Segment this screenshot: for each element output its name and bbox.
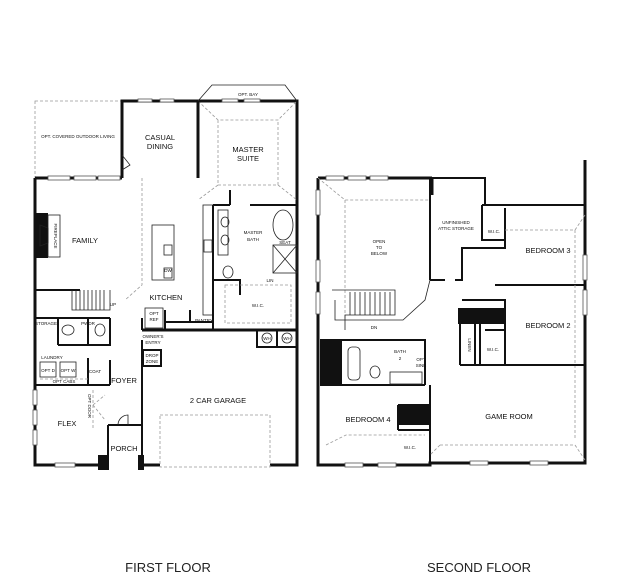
room-label-bedroom4: BEDROOM 4 [345, 415, 390, 424]
room-label-wic-bedroom2: W.I.C. [487, 347, 499, 352]
pantry-label: PANTRY [195, 318, 213, 323]
opt-ref-label: OPT [149, 311, 159, 316]
room-label-master-suite: MASTER [232, 145, 264, 154]
dw-label: DW [164, 268, 172, 273]
opt-sink-label-2: SINK [416, 363, 427, 368]
room-label-laundry: LAUNDRY [41, 355, 62, 360]
drop-zone-label: DROP [145, 353, 158, 358]
room-label-master-bath-2: BATH [247, 237, 259, 242]
room-label-game-room: GAME ROOM [485, 412, 533, 421]
fireplace-icon [36, 213, 48, 258]
toilet-icon [222, 265, 234, 279]
bathtub-icon [272, 209, 294, 241]
room-label-garage: 2 CAR GARAGE [190, 396, 246, 405]
stairs-second-floor [332, 289, 396, 330]
room-label-master-suite-2: SUITE [237, 154, 259, 163]
stairs-first-floor [71, 290, 111, 311]
shower-icon [272, 244, 298, 274]
owners-entry-label: OWNER'S [142, 334, 163, 339]
room-label-pwdr: PWDR [81, 321, 95, 326]
opt-ref-label-2: REF [150, 317, 159, 322]
room-label-wic-bedroom4: W.I.C. [404, 445, 416, 450]
room-label-kitchen: KITCHEN [150, 293, 183, 302]
open-to-below-label: OPEN [373, 239, 386, 244]
open-to-below-label-3: BELOW [371, 251, 388, 256]
second-floor-plan: OPEN TO BELOW UNFINISHED ATTIC STORAGE W… [315, 160, 588, 468]
attic-storage-label: UNFINISHED [442, 220, 470, 225]
opt-dryer-label: OPT D [41, 368, 55, 373]
room-label-porch: PORCH [110, 444, 137, 453]
opt-sink-label: OPT [416, 357, 426, 362]
opt-door-label: OPT DOOR [87, 394, 92, 419]
drop-zone-label-2: ZONE [146, 359, 159, 364]
room-label-foyer: FOYER [111, 376, 137, 385]
room-label-casual-dining-2: DINING [147, 142, 173, 151]
water-heater-label-2: WH [283, 336, 291, 341]
room-label-wic-bedroom3: W.I.C. [488, 229, 500, 234]
garage-walls [142, 328, 299, 467]
bathtub-icon-2 [347, 346, 361, 381]
outdoor-living-area [34, 100, 123, 179]
water-heater-label: WH [263, 336, 271, 341]
coat-label: COAT [89, 369, 101, 374]
room-label-master-bath: MASTER [244, 230, 264, 235]
kitchen-island [151, 224, 175, 281]
attic-storage-label-2: ATTIC STORAGE [438, 226, 474, 231]
lin-label: LIN [266, 278, 273, 283]
opt-bay-outline [197, 84, 298, 102]
room-label-bedroom3: BEDROOM 3 [525, 246, 570, 255]
room-label-bedroom2: BEDROOM 2 [525, 321, 570, 330]
first-floor-title: FIRST FLOOR [125, 560, 211, 575]
opt-cabs-label: OPT CABS [53, 379, 76, 384]
open-to-below-label-2: TO [376, 245, 383, 250]
first-floor-plan: OPT. COVERED OUTDOOR LIVING CASUAL DININ… [32, 84, 299, 470]
stairs-down-label: DN [371, 325, 378, 330]
owners-entry-label-2: ENTRY [145, 340, 160, 345]
fireplace-label: FIREPLACE [53, 223, 58, 248]
room-label-family: FAMILY [72, 236, 98, 245]
opt-washer-label: OPT W [61, 368, 76, 373]
room-label-flex: FLEX [58, 419, 77, 428]
room-label-storage: STORAGE [35, 321, 57, 326]
opt-bay-label: OPT. BAY [238, 92, 258, 97]
seat-label: SEAT [279, 240, 291, 245]
room-label-bath2: BATH [394, 349, 406, 354]
room-label-casual-dining: CASUAL [145, 133, 175, 142]
room-label-bath2-2: 2 [399, 356, 402, 361]
room-label-outdoor: OPT. COVERED OUTDOOR LIVING [41, 134, 115, 139]
second-floor-title: SECOND FLOOR [427, 560, 531, 575]
linen-label: LINEN [467, 338, 472, 351]
room-label-wic: W.I.C. [252, 303, 264, 308]
garage-door [159, 414, 271, 468]
stairs-up-label: UP [110, 302, 116, 307]
